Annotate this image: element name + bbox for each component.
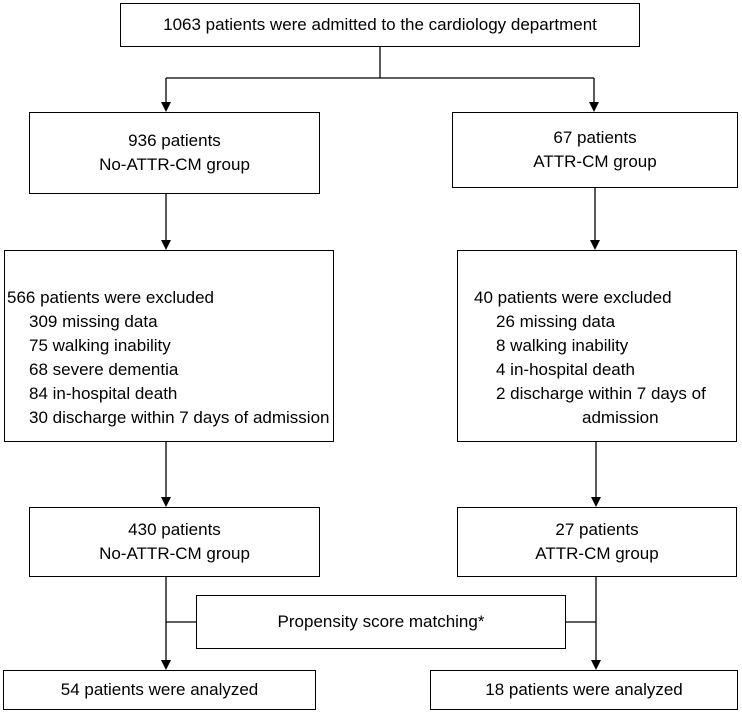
no-attr-excluded-item: 309 missing data	[29, 312, 158, 331]
attr-excluded-item: 2 discharge within 7 days of	[496, 384, 706, 403]
attr-analyzed-text: 18 patients were analyzed	[485, 680, 683, 699]
admitted-text: 1063 patients were admitted to the cardi…	[163, 15, 597, 34]
no-attr-excluded-item: 84 in-hospital death	[29, 384, 178, 403]
no-attr-group-count: 936 patients	[128, 131, 221, 150]
attr-excluded-item: 4 in-hospital death	[496, 360, 635, 379]
no-attr-excluded-box: 566 patients were excluded 309 missing d…	[4, 250, 334, 442]
attr-excluded-box: 40 patients were excluded 26 missing dat…	[457, 250, 737, 442]
no-attr-analyzed-box: 54 patients were analyzed	[3, 670, 316, 710]
no-attr-analyzed-text: 54 patients were analyzed	[60, 680, 259, 699]
no-attr-remaining-label: No-ATTR-CM group	[99, 544, 250, 563]
attr-remaining-box: 27 patients ATTR-CM group	[457, 507, 737, 577]
attr-excluded-item: 8 walking inability	[496, 336, 629, 355]
attr-group-label: ATTR-CM group	[533, 152, 657, 171]
no-attr-excluded-item: 30 discharge within 7 days of admission	[29, 408, 330, 427]
attr-remaining-label: ATTR-CM group	[535, 544, 659, 563]
no-attr-group-box: 936 patients No-ATTR-CM group	[29, 112, 320, 194]
attr-excluded-item: admission	[582, 408, 659, 427]
attr-group-box: 67 patients ATTR-CM group	[452, 112, 738, 188]
no-attr-group-label: No-ATTR-CM group	[99, 155, 250, 174]
attr-analyzed-box: 18 patients were analyzed	[430, 670, 738, 710]
attr-group-count: 67 patients	[553, 128, 637, 147]
attr-excluded-item: 26 missing data	[496, 312, 616, 331]
no-attr-remaining-count: 430 patients	[128, 520, 221, 539]
admitted-box: 1063 patients were admitted to the cardi…	[120, 3, 640, 47]
no-attr-excluded-item: 75 walking inability	[29, 336, 171, 355]
attr-excluded-header: 40 patients were excluded	[474, 288, 672, 307]
no-attr-excluded-header: 566 patients were excluded	[7, 288, 214, 307]
attr-remaining-count: 27 patients	[555, 520, 639, 539]
no-attr-excluded-item: 68 severe dementia	[29, 360, 179, 379]
no-attr-remaining-box: 430 patients No-ATTR-CM group	[29, 507, 320, 577]
propensity-matching-label: Propensity score matching*	[277, 612, 485, 631]
propensity-matching-box: Propensity score matching*	[196, 595, 566, 649]
